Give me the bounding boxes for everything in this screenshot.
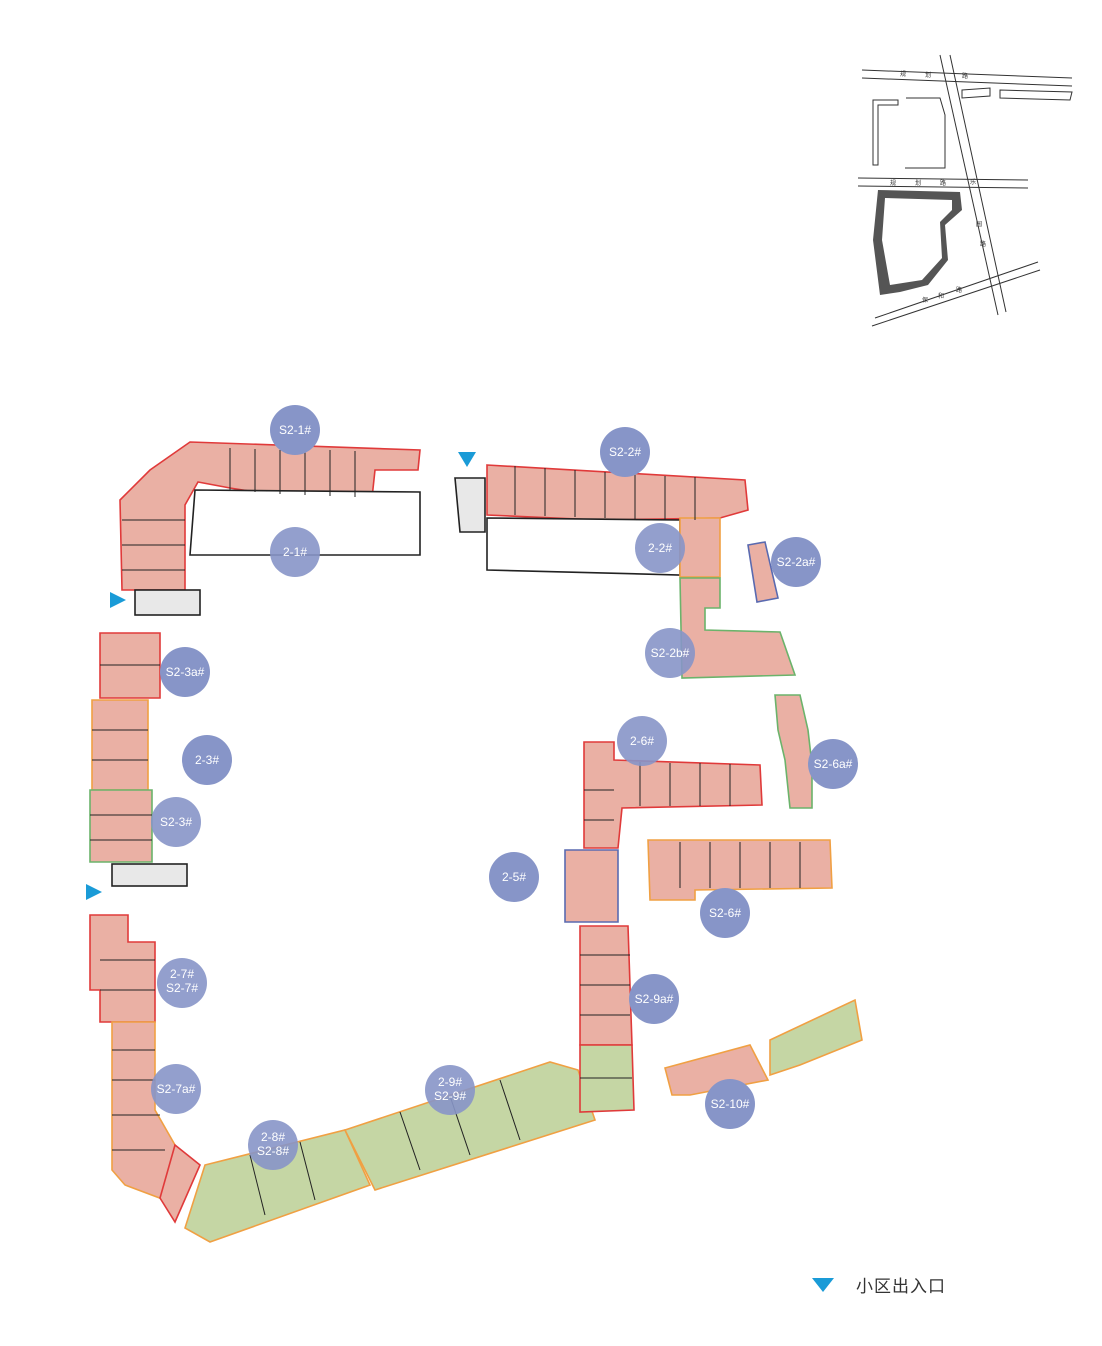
svg-text:S2-10#: S2-10# [711, 1097, 750, 1111]
road-label: 规 [890, 179, 896, 187]
legend-label: 小区出入口 [856, 1277, 946, 1297]
badge-2-3[interactable]: 2-3# [182, 735, 232, 785]
legend: 小区出入口 [812, 1272, 946, 1297]
svg-text:S2-7a#: S2-7a# [157, 1082, 196, 1096]
svg-text:S2-8#: S2-8# [257, 1144, 289, 1158]
svg-text:S2-2b#: S2-2b# [651, 646, 690, 660]
unit-block-s2-6a [774, 694, 813, 809]
badge-s2-9a[interactable]: S2-9a# [629, 974, 679, 1024]
entrance-triangle-icon [458, 452, 476, 467]
badge-2-2[interactable]: 2-2# [635, 523, 685, 573]
building-badges: S2-1# 2-1# S2-2# 2-2# S2-2a# S2-2b# S2-3… [151, 405, 858, 1170]
locator-map [857, 54, 1073, 327]
unit-block-s2-10-green [769, 998, 863, 1077]
unit-block-s2-8-pink [159, 1143, 201, 1224]
road-label: 路 [956, 286, 962, 294]
svg-text:S2-9a#: S2-9a# [635, 992, 674, 1006]
svg-text:S2-2#: S2-2# [609, 445, 641, 459]
entrance-triangle-icon [110, 592, 126, 608]
badge-s2-2[interactable]: S2-2# [600, 427, 650, 477]
unit-block-s2-6-column [583, 741, 763, 849]
road-label: 和 [938, 292, 944, 300]
service-area-2-1 [189, 489, 421, 556]
road-label: 园 [976, 221, 982, 228]
svg-text:S2-9#: S2-9# [434, 1089, 466, 1103]
badge-2-9-s2-9[interactable]: 2-9# S2-9# [425, 1065, 475, 1115]
badge-s2-3[interactable]: S2-3# [151, 797, 201, 847]
ramp-west [111, 863, 188, 887]
road-label: 路 [962, 72, 968, 80]
unit-block-orange-2-2 [679, 517, 721, 578]
badge-2-1[interactable]: 2-1# [270, 527, 320, 577]
svg-text:2-7#: 2-7# [170, 967, 194, 981]
road-label: 路 [980, 240, 986, 248]
svg-text:S2-3#: S2-3# [160, 815, 192, 829]
locator-road-labels: 规 划 路 规 划 路 乐 园 路 保 和 路 [890, 70, 986, 304]
unit-block-2-3 [91, 699, 149, 791]
unit-block-s2-8 [184, 1129, 372, 1243]
badge-s2-6a[interactable]: S2-6a# [808, 739, 858, 789]
svg-text:S2-6a#: S2-6a# [814, 757, 853, 771]
unit-block-s2-7 [89, 914, 156, 1023]
badge-s2-2a[interactable]: S2-2a# [771, 537, 821, 587]
road-label: 保 [922, 296, 928, 304]
road-label: 乐 [970, 179, 976, 186]
road-label: 划 [925, 71, 931, 79]
svg-text:S2-2a#: S2-2a# [777, 555, 816, 569]
entrance-triangle-icon [812, 1277, 834, 1292]
unit-block-s2-2b [679, 577, 797, 679]
badge-2-7-s2-7[interactable]: 2-7# S2-7# [157, 958, 207, 1008]
svg-text:S2-3a#: S2-3a# [166, 665, 205, 679]
badge-s2-3a[interactable]: S2-3a# [160, 647, 210, 697]
badge-2-5[interactable]: 2-5# [489, 852, 539, 902]
unit-block-2-5 [564, 849, 619, 923]
svg-text:2-2#: 2-2# [648, 541, 672, 555]
badge-2-8-s2-8[interactable]: 2-8# S2-8# [248, 1120, 298, 1170]
unit-block-s2-3 [89, 789, 153, 863]
ramp-north-west [134, 589, 201, 616]
svg-text:2-1#: 2-1# [283, 545, 307, 559]
badge-s2-7a[interactable]: S2-7a# [151, 1064, 201, 1114]
badge-s2-2b[interactable]: S2-2b# [645, 628, 695, 678]
svg-text:S2-1#: S2-1# [279, 423, 311, 437]
road-label: 路 [940, 179, 946, 187]
ramp-north [454, 477, 486, 533]
badge-s2-1[interactable]: S2-1# [270, 405, 320, 455]
svg-text:2-9#: 2-9# [438, 1075, 462, 1089]
road-label: 规 [900, 70, 906, 78]
room-partitions [90, 448, 801, 1216]
svg-text:2-8#: 2-8# [261, 1130, 285, 1144]
entrance-markers [86, 452, 476, 900]
entrance-triangle-icon [86, 884, 102, 900]
badge-s2-6[interactable]: S2-6# [700, 888, 750, 938]
unit-block-s2-1 [119, 441, 421, 591]
badge-s2-10[interactable]: S2-10# [705, 1079, 755, 1129]
svg-text:2-3#: 2-3# [195, 753, 219, 767]
svg-text:S2-6#: S2-6# [709, 906, 741, 920]
road-label: 划 [915, 179, 921, 187]
svg-text:S2-7#: S2-7# [166, 981, 198, 995]
svg-text:2-5#: 2-5# [502, 870, 526, 884]
badge-2-6[interactable]: 2-6# [617, 716, 667, 766]
unit-block-s2-2a [747, 541, 779, 603]
svg-text:2-6#: 2-6# [630, 734, 654, 748]
